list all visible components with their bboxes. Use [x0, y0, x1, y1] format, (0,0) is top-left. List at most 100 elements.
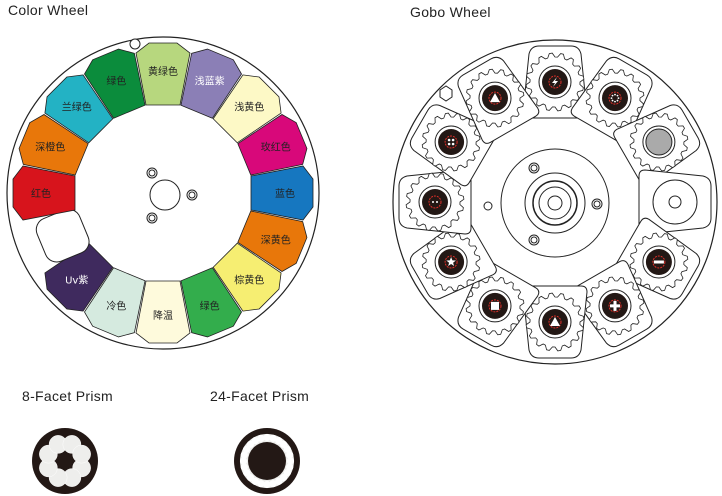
- color-label: 棕黄色: [234, 273, 264, 286]
- gobo-disc: [438, 129, 465, 155]
- color-wheel-title: Color Wheel: [8, 2, 89, 18]
- prism-facet: [257, 480, 265, 488]
- prism-facet: [269, 434, 277, 442]
- color-label: Uv紫: [65, 274, 88, 286]
- gobo-red-ring: [608, 299, 622, 313]
- dot-icon: [451, 138, 455, 142]
- prism-facet: [246, 440, 254, 448]
- prism-facet: [240, 463, 248, 471]
- dot-icon: [614, 93, 616, 96]
- small-hole: [483, 201, 493, 211]
- dot-icon: [451, 142, 455, 146]
- prism-facet: [269, 480, 277, 488]
- prism-facet: [72, 444, 91, 464]
- color-label: 红色: [31, 187, 51, 200]
- prism-8-label: 8-Facet Prism: [22, 388, 114, 404]
- dot-icon: [616, 99, 619, 102]
- gobo-slot: [457, 56, 540, 144]
- screw-hole-inner: [530, 236, 538, 244]
- prism-center: [248, 442, 286, 480]
- minus-gobo-icon: [653, 260, 664, 264]
- color-segment: [84, 48, 146, 119]
- color-segment: [212, 74, 282, 144]
- dot-icon: [616, 94, 619, 97]
- screw-hole: [528, 162, 540, 174]
- gobo-wheel-title: Gobo Wheel: [410, 4, 491, 20]
- color-segment: [180, 48, 242, 119]
- color-filter: [250, 165, 314, 221]
- color-segment: [84, 267, 146, 338]
- screw-hole-inner: [530, 164, 538, 172]
- prism-center: [57, 453, 73, 469]
- square-gobo-icon: [491, 301, 499, 310]
- color-segment: [44, 74, 114, 144]
- color-filter: [84, 267, 146, 338]
- color-filter: [84, 48, 146, 119]
- hub-hole: [547, 195, 563, 211]
- color-filter: [237, 210, 308, 272]
- prism-facet: [263, 480, 271, 489]
- dot-icon: [617, 97, 620, 99]
- color-label: 深黄色: [261, 234, 291, 247]
- prism-facet: [243, 469, 251, 477]
- prism-facet: [286, 457, 295, 465]
- gobo-slot: [398, 169, 472, 235]
- color-filter: [135, 280, 191, 344]
- gobo-slot: [638, 169, 712, 235]
- color-segment: [180, 267, 242, 338]
- color-segment: [250, 165, 314, 221]
- prism-facet: [263, 433, 271, 442]
- triangle-gobo-icon: [550, 317, 560, 326]
- screw-hole: [591, 198, 603, 210]
- hex-nut-icon: [439, 85, 453, 102]
- open-hole: [668, 195, 682, 209]
- color-label: 兰绿色: [62, 101, 92, 114]
- color-segment: [212, 242, 282, 312]
- dot-icon: [611, 99, 614, 102]
- color-label: 浅黄色: [234, 101, 264, 114]
- gobo-slot: [613, 217, 701, 300]
- color-label: 浅蓝紫: [195, 74, 225, 87]
- prism-facet: [286, 463, 294, 471]
- index-hole: [129, 38, 141, 50]
- prism-24-label: 24-Facet Prism: [210, 388, 310, 404]
- dot-icon: [611, 94, 614, 97]
- gobo-disc: [602, 85, 628, 112]
- prism-facet: [275, 437, 283, 445]
- color-segment: [237, 210, 308, 272]
- gobo-red-ring: [608, 91, 622, 105]
- color-label: 蓝色: [275, 187, 295, 200]
- color-label: 降温: [153, 309, 173, 322]
- color-segment: [135, 42, 191, 106]
- screw-hole-inner: [593, 200, 601, 208]
- prism-facet: [280, 440, 288, 448]
- color-label: 黄绿色: [148, 65, 178, 78]
- dot-icon: [447, 142, 451, 146]
- dot-icon: [432, 201, 434, 203]
- gobo-red-ring: [428, 195, 442, 209]
- triangle-gobo-icon: [490, 93, 500, 103]
- gobo-slot: [409, 104, 497, 187]
- star-gobo-icon: [446, 257, 456, 266]
- dot-icon: [610, 97, 613, 99]
- screw-hole-inner: [148, 169, 156, 177]
- gobo-red-ring: [488, 91, 502, 105]
- color-label: 冷色: [106, 300, 126, 313]
- dot-icon: [436, 201, 438, 203]
- screw-hole: [146, 212, 158, 224]
- screw-hole: [186, 189, 198, 201]
- gobo-red-ring: [488, 299, 502, 313]
- texture-gobo-icon: [645, 128, 673, 156]
- lightning-gobo-icon: [552, 77, 558, 87]
- gobo-slot: [570, 56, 653, 144]
- color-filter: [18, 114, 89, 176]
- color-filter: [135, 42, 191, 106]
- screw-hole: [528, 234, 540, 246]
- color-filter: [12, 165, 76, 221]
- prism-facet: [283, 469, 291, 477]
- color-segment: [135, 280, 191, 344]
- color-label: 绿色: [106, 74, 126, 87]
- screw-hole: [146, 167, 158, 179]
- dot-icon: [614, 100, 616, 103]
- screw-hole-inner: [188, 191, 196, 199]
